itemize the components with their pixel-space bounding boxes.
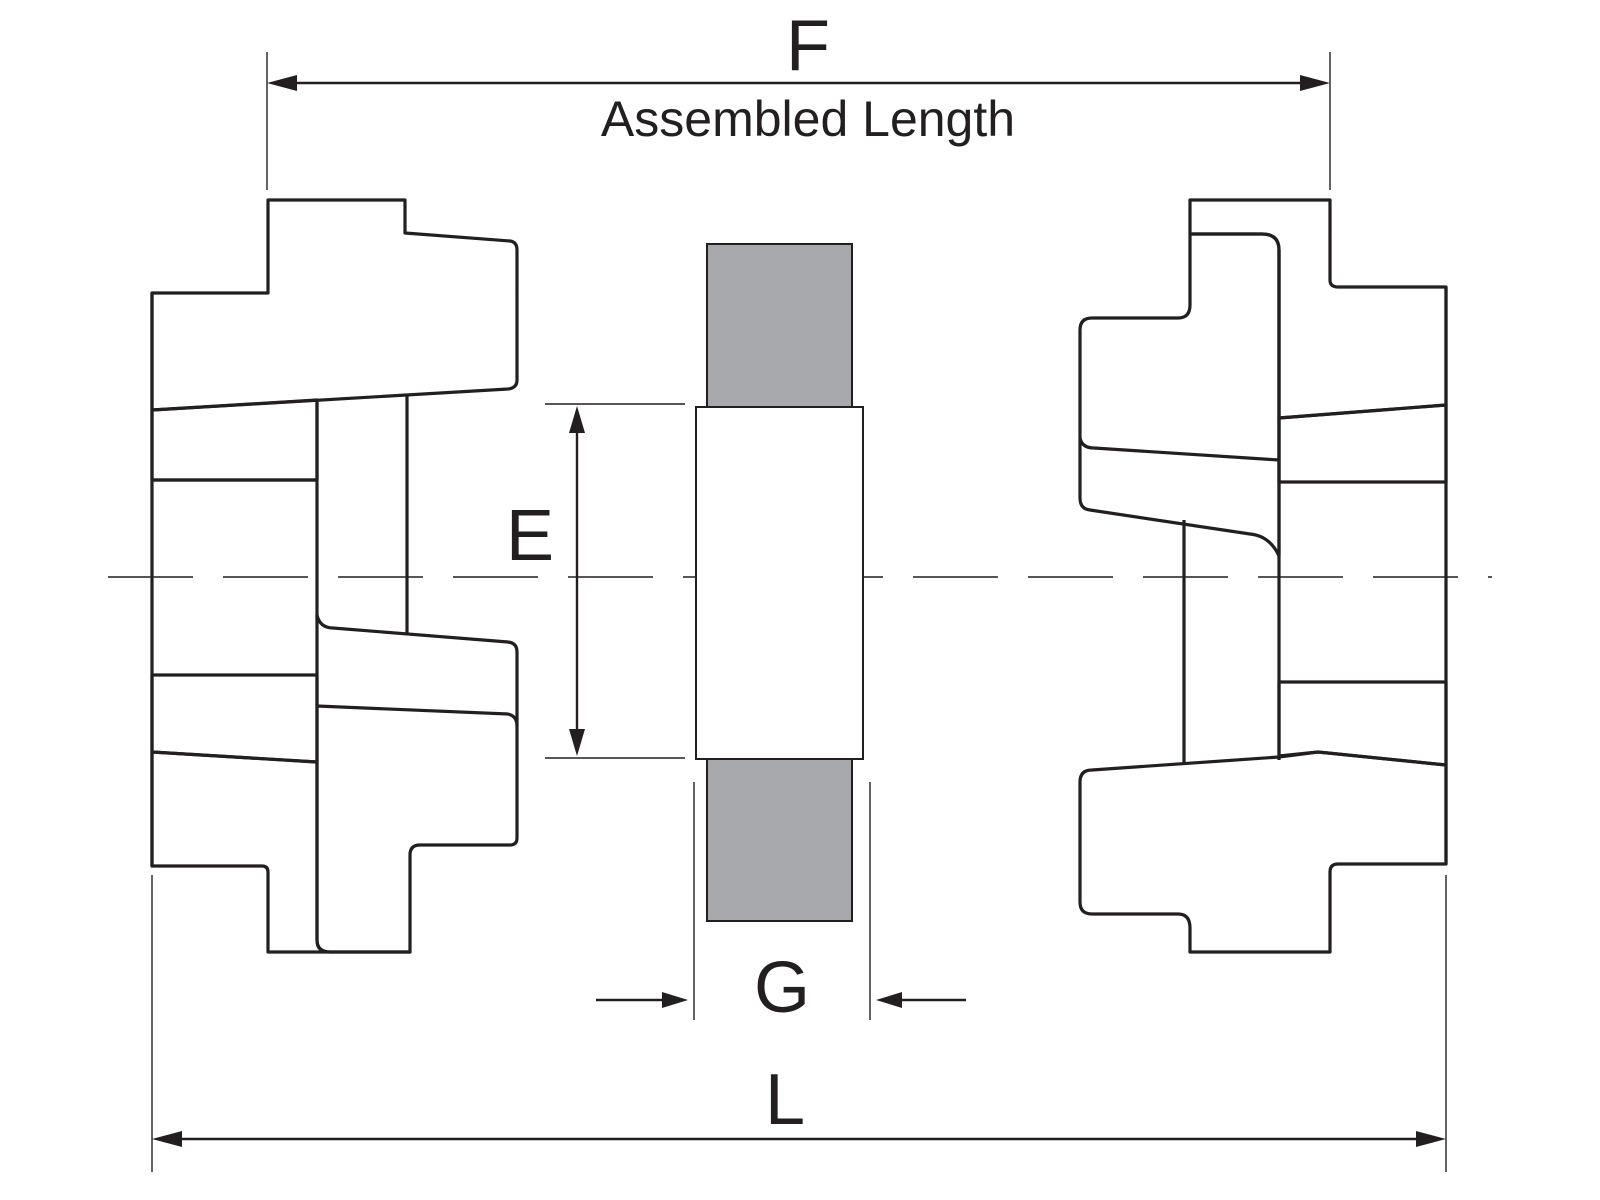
left-hub-lower-jaw [315, 613, 519, 954]
spider-lower-jaw [706, 758, 853, 922]
dimension-f [266, 52, 1331, 190]
spider-upper-jaw [706, 243, 853, 409]
arrowhead-up [569, 406, 585, 433]
arrowhead-left [267, 75, 297, 91]
label-e: E [506, 496, 554, 576]
arrowhead-right [662, 992, 688, 1008]
dimension-g [596, 782, 966, 1020]
right-hub-jaw-taper [1078, 437, 1280, 462]
right-hub-upper-jaw [1078, 232, 1281, 558]
left-hub-upper-body [150, 198, 519, 412]
right-hub [1078, 198, 1448, 954]
left-hub-upper-liner [150, 398, 319, 482]
label-l: L [765, 1060, 805, 1140]
arrowhead-down [569, 729, 585, 756]
spider [695, 243, 864, 922]
right-hub-upper-liner [1277, 403, 1448, 484]
label-f: F [786, 6, 830, 86]
dimension-l [151, 875, 1447, 1172]
left-hub-jaw-taper [316, 704, 519, 727]
arrowhead-right [1300, 75, 1330, 91]
arrowhead-left [152, 1131, 182, 1147]
left-hub [150, 198, 519, 954]
arrowhead-right [1416, 1131, 1446, 1147]
label-g: G [754, 948, 810, 1028]
arrowhead-left [876, 992, 902, 1008]
spider-hub [695, 406, 864, 760]
left-hub-lower-body [150, 750, 412, 954]
label-assembled-length: Assembled Length [601, 91, 1015, 147]
left-hub-lower-liner [150, 673, 319, 764]
right-hub-lower-body [1078, 750, 1448, 954]
dimension-e [545, 403, 685, 759]
